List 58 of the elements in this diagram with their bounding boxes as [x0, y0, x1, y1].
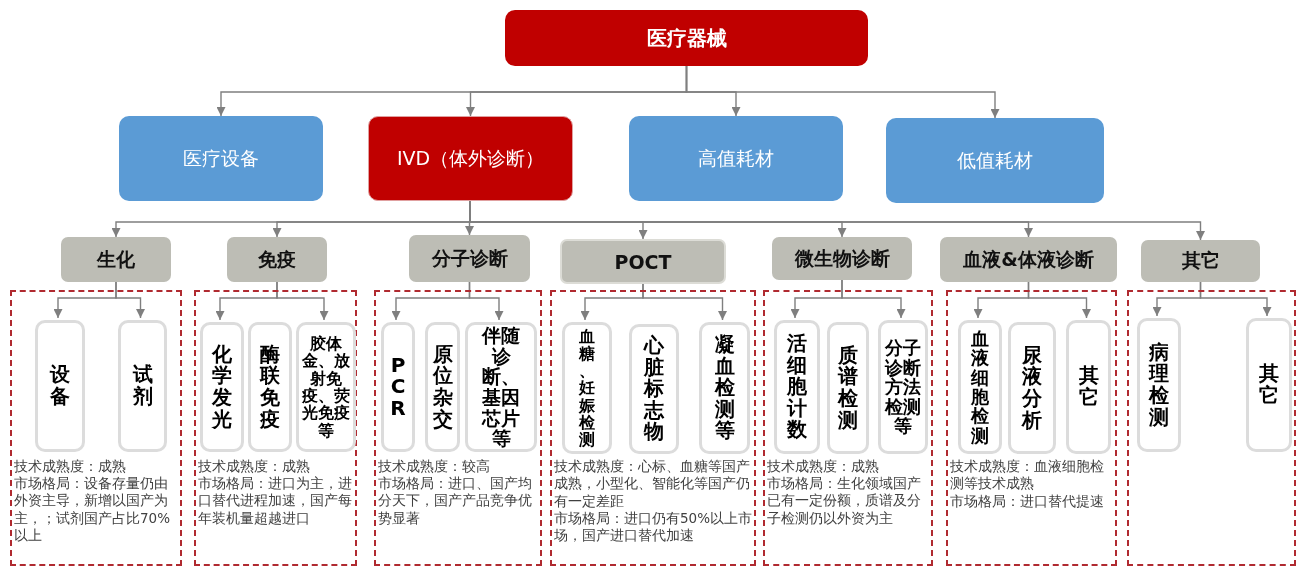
item-box: 心脏标志物: [629, 324, 679, 454]
description-text: 技术成熟度：心标、血糖等国产成熟，小型化、智能化等国产仍有一定差距: [554, 458, 751, 510]
description-text: 技术成熟度：成熟: [14, 458, 127, 476]
dashed-group-box: [10, 290, 182, 566]
item-box: 活细胞计数: [774, 320, 820, 454]
category-box: IVD（体外诊断）: [368, 116, 573, 201]
dashed-group-box: [1127, 290, 1296, 566]
category-box: 医疗设备: [119, 116, 323, 201]
description-text: 市场格局：进口替代提速: [950, 493, 1105, 511]
root-box: 医疗器械: [505, 10, 868, 66]
category-box: 高值耗材: [629, 116, 843, 201]
connector-arrow: [276, 281, 329, 321]
description-text: 市场格局：进口、国产均分天下，国产产品竞争优势显著: [378, 475, 533, 527]
item-box: PCR: [381, 322, 415, 452]
description-text: 技术成熟度：成熟: [767, 458, 880, 476]
description-text: 市场格局：进口为主，进口替代进程加速，国产每年装机量超越进口: [198, 475, 353, 527]
connector-arrow: [685, 65, 1000, 119]
item-box: 其它: [1246, 318, 1292, 452]
subcategory-box: 分子诊断: [409, 235, 530, 282]
item-box: 血液细胞检测: [958, 320, 1002, 454]
description-text: 市场格局：进口仍有50%以上市场，国产进口替代加速: [554, 510, 752, 545]
connector-arrow: [115, 281, 145, 319]
item-box: 血糖、妊娠检测: [562, 322, 612, 454]
subcategory-box: 微生物诊断: [772, 237, 912, 280]
item-box: 胶体金、放射免疫、荧光免疫等: [296, 322, 356, 452]
dashed-group-box: [374, 290, 542, 566]
description-text: 技术成熟度：血液细胞检测等技术成熟: [950, 458, 1105, 493]
item-box: 病理检测: [1137, 318, 1181, 452]
subcategory-box: 其它: [1141, 240, 1260, 282]
item-box: 质谱检测: [827, 322, 869, 454]
description-text: 技术成熟度：成熟: [198, 458, 311, 476]
description-text: 市场格局：生化领域国产已有一定份额，质谱及分子检测仍以外资为主: [767, 475, 922, 527]
item-box: 原位杂交: [425, 322, 460, 452]
subcategory-box: POCT: [560, 239, 726, 284]
item-box: 试剂: [118, 320, 167, 452]
item-box: 其它: [1066, 320, 1111, 454]
subcategory-box: 生化: [61, 237, 171, 282]
subcategory-box: 免疫: [227, 237, 327, 282]
connector-arrow: [642, 283, 727, 321]
category-box: 低值耗材: [886, 118, 1104, 203]
item-box: 设备: [35, 320, 85, 452]
connector-arrow: [1027, 281, 1091, 319]
connector-arrow: [468, 281, 504, 321]
connector-arrow: [841, 279, 906, 319]
dashed-group-box: [194, 290, 357, 566]
connector-arrow: [1199, 281, 1272, 317]
description-text: 市场格局：设备存量仍由外资主导，新增以国产为主，；试剂国产占比70%以上: [14, 475, 171, 545]
item-box: 尿液分析: [1008, 322, 1056, 454]
dashed-group-box: [946, 290, 1117, 566]
dashed-group-box: [550, 290, 756, 566]
item-box: 化学发光: [200, 322, 244, 452]
item-box: 分子诊断方法检测等: [878, 320, 928, 454]
dashed-group-box: [763, 290, 933, 566]
subcategory-box: 血液&体液诊断: [940, 237, 1117, 282]
item-box: 酶联免疫: [248, 322, 292, 452]
item-box: 伴随诊断、基因芯片等: [465, 322, 537, 452]
item-box: 凝血检测等: [699, 322, 750, 454]
description-text: 技术成熟度：较高: [378, 458, 491, 476]
